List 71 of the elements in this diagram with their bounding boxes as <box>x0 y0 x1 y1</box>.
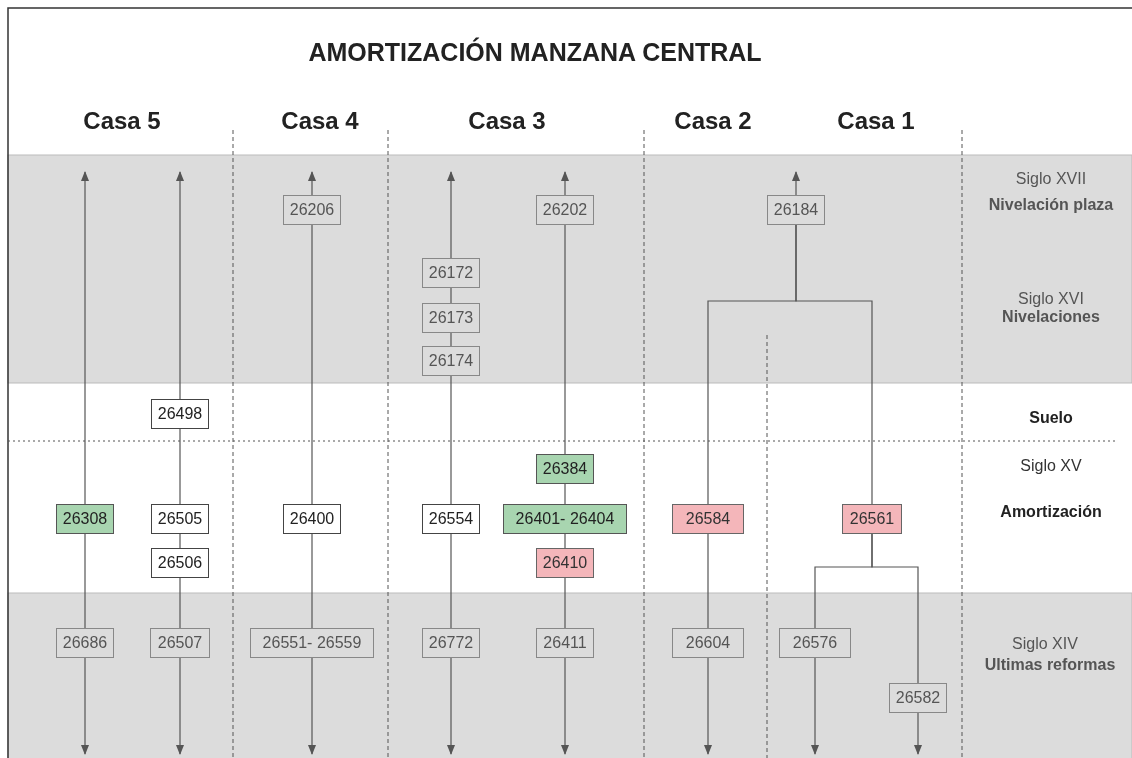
period-label: Siglo XV <box>1020 457 1082 475</box>
connector-line <box>311 224 313 505</box>
number-box: 26554 <box>422 504 480 534</box>
period-label: Nivelación plaza <box>988 196 1114 214</box>
connector-line <box>564 483 566 505</box>
period-label: Suelo <box>1029 409 1073 427</box>
arrow <box>447 171 455 259</box>
arrow <box>792 171 800 196</box>
number-box: 26308 <box>56 504 114 534</box>
arrow <box>704 657 712 755</box>
title: AMORTIZACIÓN MANZANA CENTRAL <box>308 38 762 67</box>
connector-line <box>707 533 709 629</box>
number-box: 26410 <box>536 548 594 578</box>
number-box: 26582 <box>889 683 947 713</box>
number-box: 26401- 26404 <box>503 504 627 534</box>
number-box: 26686 <box>56 628 114 658</box>
number-box: 26184 <box>767 195 825 225</box>
number-box: 26604 <box>672 628 744 658</box>
connector-line <box>795 224 873 505</box>
number-box: 26411 <box>536 628 594 658</box>
number-box: 26384 <box>536 454 594 484</box>
connector-line <box>450 287 452 304</box>
connector-line <box>179 577 181 629</box>
arrow <box>811 657 819 755</box>
period-label: Siglo XVI <box>1018 290 1084 308</box>
number-box: 26173 <box>422 303 480 333</box>
connector-line <box>564 224 566 455</box>
period-label: Siglo XVII <box>1015 170 1087 188</box>
arrow <box>308 657 316 755</box>
number-box: 26206 <box>283 195 341 225</box>
connector-line <box>564 533 566 549</box>
connector-line <box>564 577 566 629</box>
connector-line <box>871 533 919 684</box>
connector-line <box>450 375 452 505</box>
arrow <box>176 171 184 400</box>
number-box: 26576 <box>779 628 851 658</box>
arrow <box>176 657 184 755</box>
arrow <box>914 712 922 755</box>
connector-line <box>311 533 313 629</box>
arrow <box>561 171 569 196</box>
connector-line <box>179 428 181 505</box>
column-heading: Casa 1 <box>837 107 915 135</box>
column-heading: Casa 3 <box>468 107 546 135</box>
column-heading: Casa 2 <box>674 107 752 135</box>
column-heading: Casa 4 <box>281 107 359 135</box>
number-box: 26584 <box>672 504 744 534</box>
number-box: 26172 <box>422 258 480 288</box>
column-heading: Casa 5 <box>83 107 161 135</box>
number-box: 26506 <box>151 548 209 578</box>
number-box: 26772 <box>422 628 480 658</box>
number-box: 26551- 26559 <box>250 628 374 658</box>
connector-line <box>84 533 86 629</box>
number-box: 26202 <box>536 195 594 225</box>
arrow <box>81 657 89 755</box>
arrow <box>561 657 569 755</box>
connector-line <box>450 533 452 629</box>
number-box: 26561 <box>842 504 902 534</box>
period-label: Amortización <box>1000 503 1102 521</box>
arrow <box>308 171 316 196</box>
arrow <box>81 171 89 505</box>
number-box: 26507 <box>150 628 210 658</box>
arrow <box>447 657 455 755</box>
connector-line <box>179 533 181 549</box>
connector-line <box>450 332 452 347</box>
number-box: 26174 <box>422 346 480 376</box>
period-label: Nivelaciones <box>1002 308 1100 326</box>
number-box: 26400 <box>283 504 341 534</box>
number-box: 26505 <box>151 504 209 534</box>
period-label: Ultimas reformas <box>984 656 1116 674</box>
period-label: Siglo XIV <box>1012 635 1078 653</box>
number-box: 26498 <box>151 399 209 429</box>
